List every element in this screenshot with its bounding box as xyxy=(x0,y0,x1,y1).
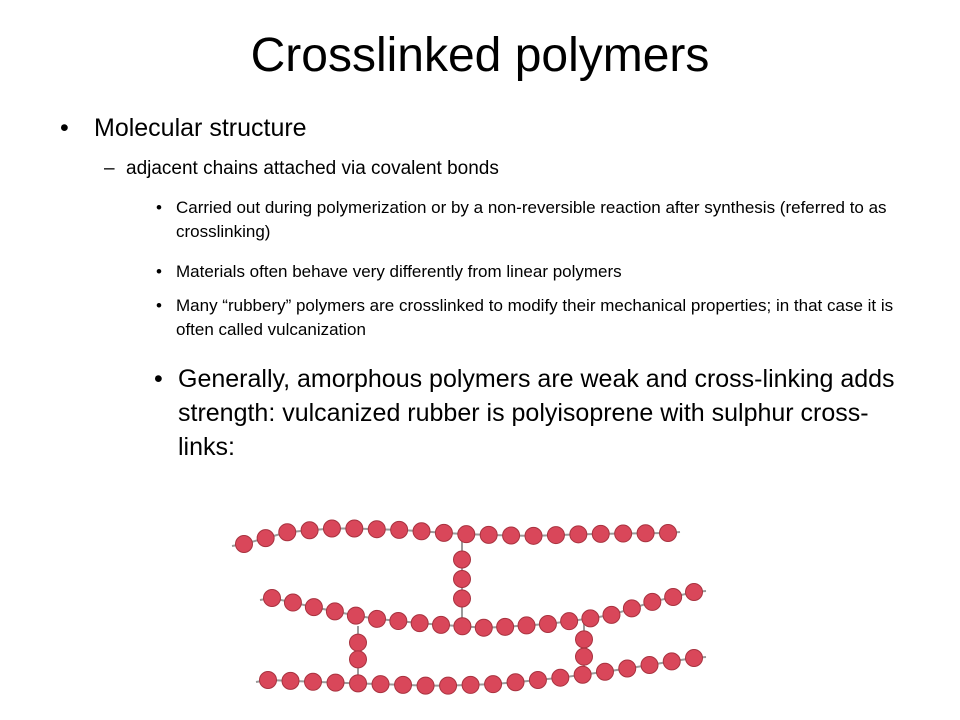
chain-bead xyxy=(304,672,323,691)
crosslinked-polymer-diagram xyxy=(231,519,707,695)
bullet-level3-item: • Carried out during polymerization or b… xyxy=(156,196,916,244)
bullet-level2-text: adjacent chains attached via covalent bo… xyxy=(126,158,499,179)
crosslink-bead xyxy=(349,633,367,652)
chain-bead xyxy=(349,674,368,693)
bullet-level3-emphasis: • Generally, amorphous polymers are weak… xyxy=(154,362,914,464)
chain-bead xyxy=(573,665,592,684)
chain-bead xyxy=(528,671,547,690)
chain-bead xyxy=(560,612,579,631)
chain-bead xyxy=(502,526,521,545)
chain-bead xyxy=(618,659,637,678)
bullet-level3-text: Many “rubbery” polymers are crosslinked … xyxy=(176,296,894,339)
bullet-level1-text: Molecular structure xyxy=(94,114,307,142)
dash-marker: – xyxy=(104,158,115,179)
chain-bead xyxy=(474,618,493,637)
chain-bead xyxy=(524,526,543,545)
crosslink-bead xyxy=(453,570,471,588)
crosslink-bead xyxy=(453,550,471,569)
chain-bead xyxy=(259,671,277,689)
chain-bead xyxy=(325,602,344,621)
chain-bead xyxy=(256,529,275,548)
bullet-level3-item: • Materials often behave very differentl… xyxy=(156,260,916,284)
bullet-marker: • xyxy=(156,198,162,217)
chain-bead xyxy=(326,673,345,692)
chain-bead xyxy=(622,599,641,618)
chain-bead xyxy=(432,615,451,634)
chain-bead xyxy=(496,617,515,636)
chain-bead xyxy=(614,524,633,543)
chain-bead xyxy=(602,605,621,624)
chain-bead xyxy=(640,655,659,674)
chain-bead xyxy=(416,676,435,695)
bullet-marker: • xyxy=(156,262,162,281)
bullet-marker: • xyxy=(154,365,163,393)
chain-bead xyxy=(410,614,429,633)
chain-bead xyxy=(538,615,557,634)
chain-bead xyxy=(434,523,453,542)
chain-bead xyxy=(390,520,409,539)
bullet-marker: • xyxy=(156,296,162,315)
chain-bead xyxy=(371,675,390,694)
chain-bead xyxy=(322,519,341,538)
chain-bead xyxy=(664,587,683,606)
bullet-level3-item: • Many “rubbery” polymers are crosslinke… xyxy=(156,294,916,342)
chain-bead xyxy=(662,652,681,671)
chain-bead xyxy=(551,668,570,687)
chain-bead xyxy=(304,598,323,617)
chain-bead xyxy=(457,525,476,544)
chain-bead xyxy=(546,526,565,545)
chain-bead xyxy=(484,675,503,694)
crosslink-bead xyxy=(349,650,367,669)
chain-bead xyxy=(394,675,413,694)
chain-bead xyxy=(281,671,300,690)
chain-bead xyxy=(235,535,253,553)
chain-bead xyxy=(453,617,472,636)
chain-bead xyxy=(412,522,431,541)
chain-bead xyxy=(278,523,297,542)
chain-bead xyxy=(368,609,387,628)
chain-bead xyxy=(659,524,677,542)
chain-bead xyxy=(685,583,703,601)
chain-bead xyxy=(506,673,525,692)
chain-bead xyxy=(595,662,614,681)
chain-bead xyxy=(263,589,281,607)
chain-bead xyxy=(569,525,588,544)
chain-bead xyxy=(283,593,302,612)
bullet-level3-emphasis-text: Generally, amorphous polymers are weak a… xyxy=(178,365,895,461)
chain-bead xyxy=(439,676,458,695)
chain-bead xyxy=(479,525,498,544)
chain-bead xyxy=(685,649,703,667)
chain-bead xyxy=(346,606,365,625)
crosslink-bead xyxy=(453,589,471,608)
bullet-level3-text: Materials often behave very differently … xyxy=(176,262,622,281)
chain-bead xyxy=(367,520,386,539)
chain-bead xyxy=(581,609,600,628)
chain-bead xyxy=(389,612,408,631)
chain-bead xyxy=(300,521,319,540)
chain-bead xyxy=(517,616,536,635)
crosslink-bead xyxy=(575,647,593,666)
bullet-marker: • xyxy=(60,114,69,142)
chain-bead xyxy=(591,524,610,543)
chain-bead xyxy=(461,675,480,694)
crosslink-bead xyxy=(575,630,593,649)
slide-title: Crosslinked polymers xyxy=(250,29,710,82)
chain-bead xyxy=(643,592,662,611)
chain-bead xyxy=(345,519,364,538)
chain-bead xyxy=(636,524,655,543)
bullet-level3-text: Carried out during polymerization or by … xyxy=(176,198,887,241)
